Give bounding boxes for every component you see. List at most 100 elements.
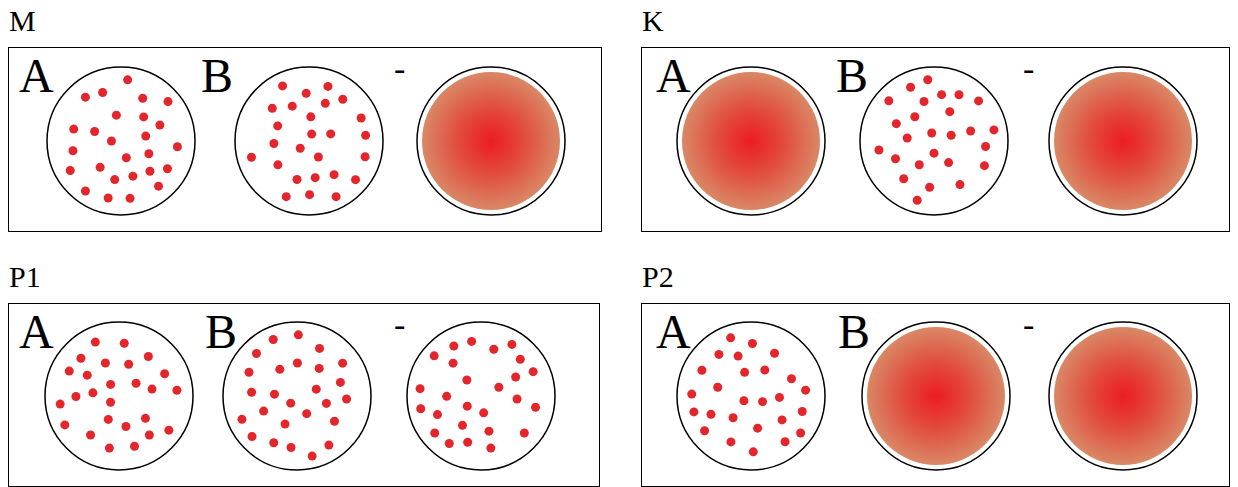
well-outline bbox=[1049, 322, 1197, 470]
red-clump bbox=[892, 119, 901, 128]
red-clump bbox=[462, 376, 471, 385]
red-clump bbox=[739, 396, 748, 405]
red-clump bbox=[342, 395, 351, 404]
red-clump bbox=[689, 407, 698, 416]
red-clump bbox=[321, 99, 330, 108]
red-clump bbox=[801, 386, 810, 395]
agglutinated-well bbox=[45, 322, 193, 470]
red-clump bbox=[247, 153, 256, 162]
well-label: B bbox=[836, 52, 868, 100]
well-outline bbox=[677, 322, 825, 470]
red-clump bbox=[930, 149, 939, 158]
red-clump bbox=[513, 395, 522, 404]
red-clump bbox=[449, 359, 458, 368]
red-clump bbox=[130, 442, 139, 451]
red-clump bbox=[330, 170, 339, 179]
red-clump bbox=[351, 175, 360, 184]
well-label: B bbox=[201, 52, 233, 100]
red-clump bbox=[516, 355, 525, 364]
well-outline bbox=[45, 322, 193, 470]
red-clump bbox=[927, 129, 936, 138]
red-clump bbox=[449, 342, 458, 351]
red-clump bbox=[106, 380, 115, 389]
red-clump bbox=[81, 93, 90, 102]
red-clump bbox=[76, 354, 85, 363]
red-clump bbox=[66, 166, 75, 175]
red-clump bbox=[937, 90, 946, 99]
red-clump bbox=[145, 167, 154, 176]
well-label: A bbox=[19, 308, 54, 356]
red-clump bbox=[107, 136, 116, 145]
red-clump bbox=[729, 413, 738, 422]
agglutinated-well bbox=[860, 67, 1008, 215]
red-clump bbox=[105, 444, 114, 453]
well-label: A bbox=[656, 52, 691, 100]
red-clump bbox=[697, 366, 706, 375]
red-clump bbox=[305, 190, 314, 199]
panel-heading: K bbox=[642, 6, 664, 36]
red-clump bbox=[336, 378, 345, 387]
red-clump bbox=[314, 153, 323, 162]
red-clump bbox=[252, 349, 261, 358]
red-clump bbox=[989, 125, 998, 134]
red-clump bbox=[121, 422, 130, 431]
red-clump bbox=[132, 379, 141, 388]
red-clump bbox=[154, 182, 163, 191]
red-clump bbox=[123, 75, 132, 84]
test-panel: KAB- bbox=[641, 47, 1230, 232]
red-clump bbox=[966, 126, 975, 135]
red-clump bbox=[945, 107, 954, 116]
red-clump bbox=[726, 333, 735, 342]
red-clump bbox=[913, 196, 922, 205]
well-label: A bbox=[656, 308, 691, 356]
well-label: - bbox=[394, 308, 405, 342]
red-clump bbox=[269, 438, 278, 447]
red-clump bbox=[83, 371, 92, 380]
red-clump bbox=[110, 175, 119, 184]
red-clump bbox=[56, 400, 65, 409]
red-clump bbox=[430, 351, 439, 360]
red-clump bbox=[112, 111, 121, 120]
red-clump bbox=[237, 415, 246, 424]
red-clump bbox=[903, 134, 912, 143]
red-clump bbox=[463, 438, 472, 447]
red-clump bbox=[494, 383, 503, 392]
red-clump bbox=[302, 89, 311, 98]
red-clump bbox=[106, 398, 115, 407]
red-clump bbox=[486, 444, 495, 453]
red-clump bbox=[163, 164, 172, 173]
red-clump bbox=[296, 144, 305, 153]
panel-heading: P1 bbox=[9, 262, 41, 292]
red-clump bbox=[91, 338, 100, 347]
red-clump bbox=[306, 112, 315, 121]
red-clump bbox=[324, 441, 333, 450]
red-clump bbox=[361, 131, 370, 140]
red-clump bbox=[86, 430, 95, 439]
well-outline bbox=[1049, 67, 1197, 215]
red-clump bbox=[338, 359, 347, 368]
red-clump bbox=[139, 112, 148, 121]
red-clump bbox=[88, 388, 97, 397]
red-fill bbox=[1054, 327, 1192, 465]
red-clump bbox=[293, 175, 302, 184]
red-clump bbox=[60, 420, 69, 429]
red-clump bbox=[281, 420, 290, 429]
red-clump bbox=[286, 399, 295, 408]
well-outline bbox=[860, 67, 1008, 215]
red-clump bbox=[787, 374, 796, 383]
red-clump bbox=[141, 132, 150, 141]
red-clump bbox=[445, 439, 454, 448]
red-clump bbox=[122, 153, 131, 162]
red-clump bbox=[507, 340, 516, 349]
red-clump bbox=[748, 339, 757, 348]
red-clump bbox=[173, 142, 182, 151]
red-clump bbox=[248, 432, 257, 441]
red-clump bbox=[479, 408, 488, 417]
red-clump bbox=[357, 114, 366, 123]
homogeneous-well bbox=[862, 322, 1010, 470]
red-fill bbox=[422, 72, 560, 210]
well-label: - bbox=[1023, 308, 1034, 342]
red-clump bbox=[467, 337, 476, 346]
homogeneous-well bbox=[1049, 67, 1197, 215]
homogeneous-well bbox=[417, 67, 565, 215]
